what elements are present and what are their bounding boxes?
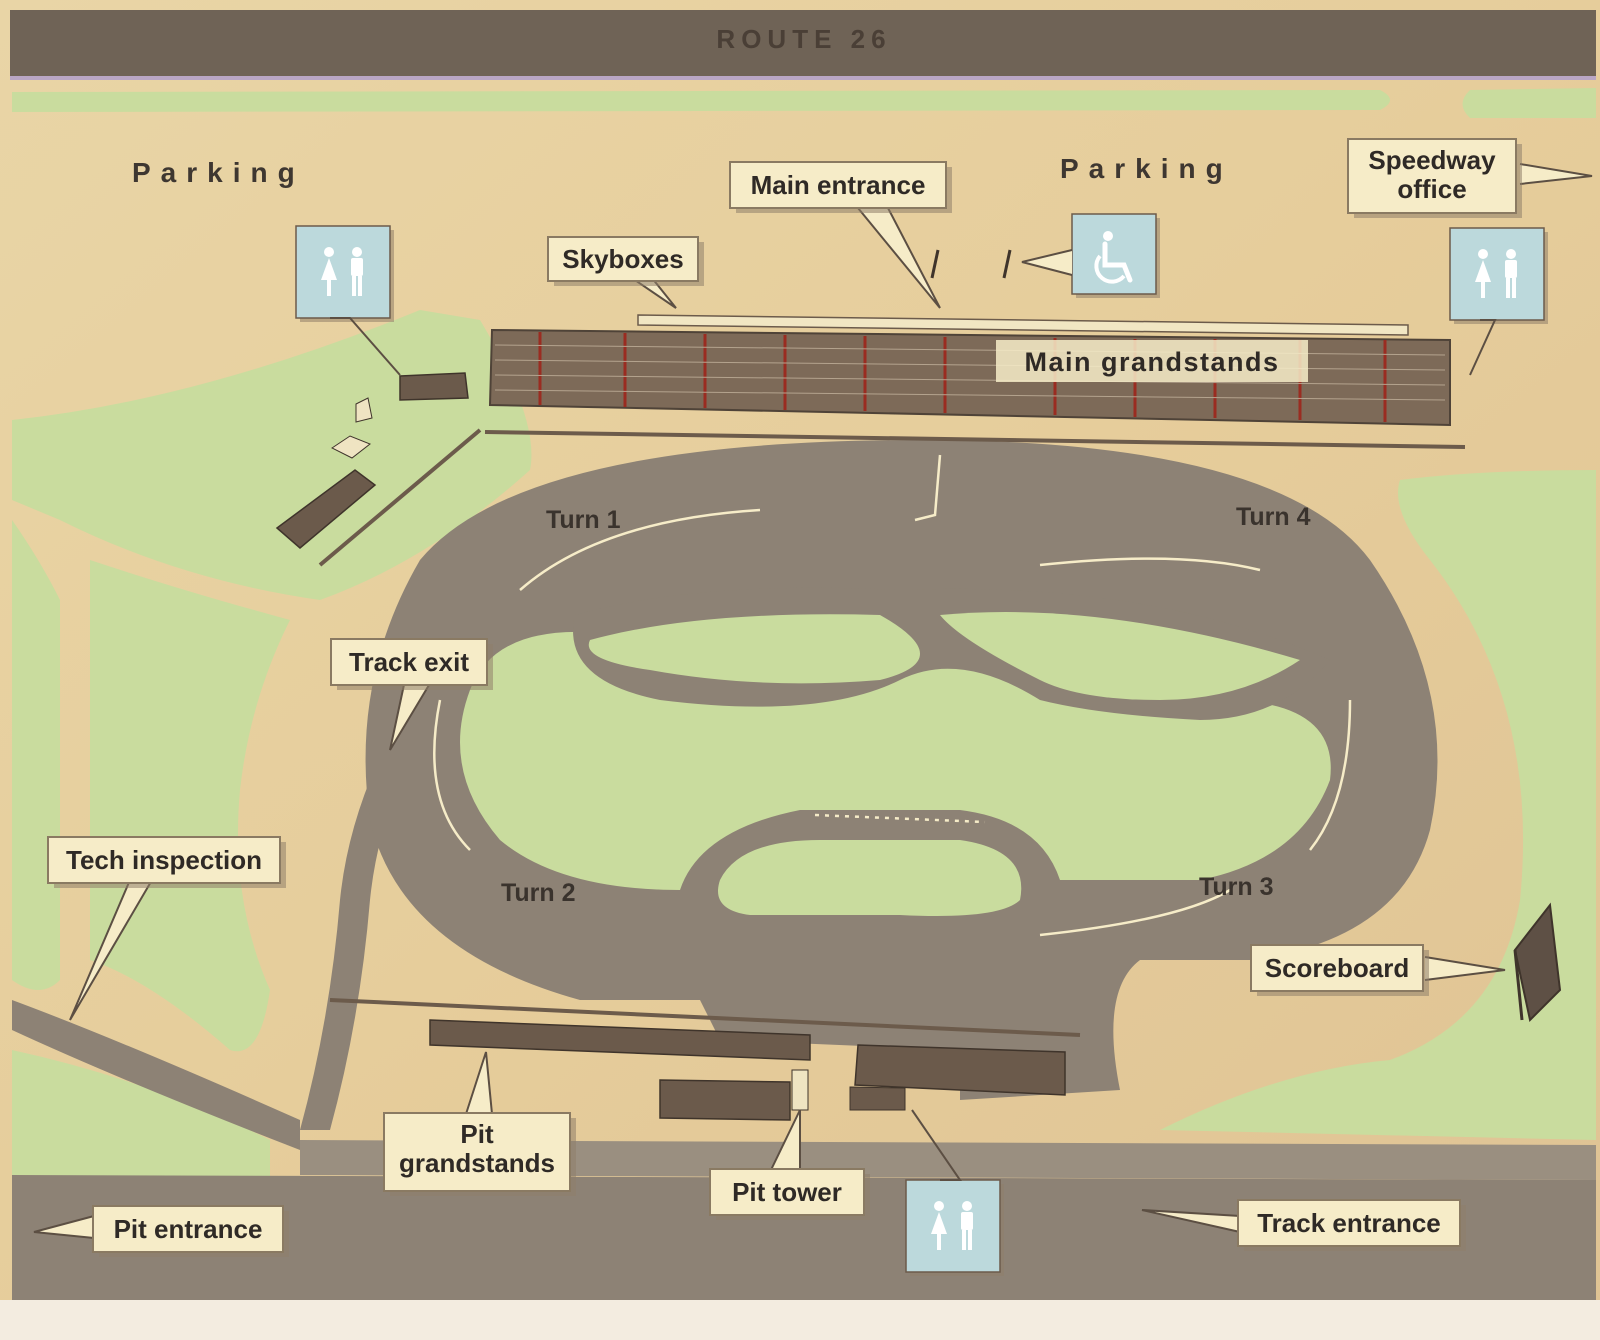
skyboxes-label: Skyboxes — [562, 244, 683, 274]
grass-area-right — [1160, 470, 1596, 1140]
scoreboard-label: Scoreboard — [1265, 953, 1410, 983]
track-exit-road — [300, 700, 440, 1130]
pit-area-structures — [329, 998, 1081, 1121]
speedway-office-callout[interactable]: Speedway office — [1347, 138, 1593, 218]
restroom-icon-left[interactable] — [295, 225, 401, 376]
paper-bottom-edge — [0, 1300, 1600, 1340]
parking-label-right: Parking — [1060, 153, 1233, 184]
route-26-label: ROUTE 26 — [716, 24, 891, 54]
track-entrance-label: Track entrance — [1257, 1208, 1441, 1238]
inner-grass-3 — [940, 612, 1300, 700]
skyboxes-callout[interactable]: Skyboxes — [547, 236, 704, 309]
inner-grass-2 — [588, 614, 920, 684]
tech-inspection-callout[interactable]: Tech inspection — [47, 836, 286, 1021]
parking-label-left: Parking — [132, 157, 305, 188]
main-grandstands-label: Main grandstands — [1024, 347, 1279, 377]
grass-area-left — [12, 520, 60, 990]
left-access-road — [12, 1000, 300, 1150]
speedway-office-label-line2: office — [1397, 174, 1466, 204]
inner-island — [718, 840, 1022, 916]
wheelchair-icon[interactable] — [1021, 213, 1160, 298]
main-grandstands-callout[interactable]: Main grandstands — [996, 340, 1308, 382]
pit-grandstands-callout[interactable]: Pit grandstands — [383, 1051, 576, 1196]
grass-area-lower-left — [12, 1050, 270, 1180]
restroom-icon-pit[interactable] — [905, 1109, 1004, 1276]
pit-grandstands-label-line2: grandstands — [399, 1148, 555, 1178]
track-exit-callout[interactable]: Track exit — [330, 638, 493, 751]
left-buildings — [275, 372, 482, 567]
turn-2-label: Turn 2 — [501, 879, 576, 907]
track-exit-label: Track exit — [349, 647, 469, 677]
pit-entrance-callout[interactable]: Pit entrance — [33, 1205, 289, 1257]
turn-3-label: Turn 3 — [1199, 873, 1274, 901]
main-entrance-label: Main entrance — [751, 170, 926, 200]
track-entrance-callout[interactable]: Track entrance — [1141, 1199, 1466, 1251]
turn-4-label: Turn 4 — [1236, 503, 1311, 531]
track-markings — [433, 454, 1352, 937]
grass-area-left-mid — [90, 560, 290, 1052]
route-26-road: ROUTE 26 — [10, 10, 1596, 80]
lower-road-lane — [300, 1140, 1596, 1180]
pit-tower-callout[interactable]: Pit tower — [709, 1109, 870, 1220]
speedway-office-label-line1: Speedway — [1368, 145, 1496, 175]
pit-tower-label: Pit tower — [732, 1177, 842, 1207]
grass-strip-top-right — [1462, 88, 1596, 118]
pit-grandstands-label-line1: Pit — [460, 1119, 494, 1149]
tech-inspection-label: Tech inspection — [66, 845, 262, 875]
turn-1-label: Turn 1 — [546, 506, 621, 534]
main-entrance-callout[interactable]: Main entrance — [729, 161, 952, 309]
scoreboard-structure — [1513, 902, 1562, 1023]
pit-entrance-label: Pit entrance — [114, 1214, 263, 1244]
grass-strip-top — [12, 90, 1390, 112]
lower-road — [12, 1175, 1596, 1300]
entrance-gate-marks — [930, 249, 1012, 279]
scoreboard-callout[interactable]: Scoreboard — [1250, 944, 1506, 996]
restroom-icon-right[interactable] — [1449, 227, 1548, 376]
